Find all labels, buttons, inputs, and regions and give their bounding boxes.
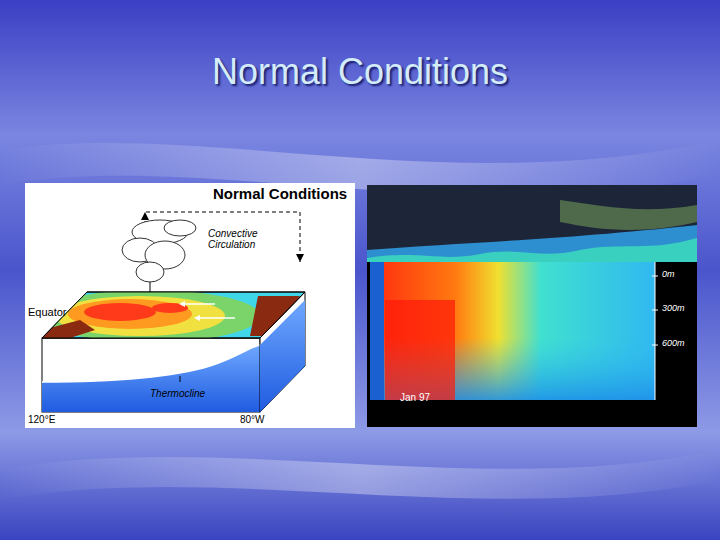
slide-title: Normal Conditions xyxy=(0,52,720,92)
longitude-label: 120°E xyxy=(28,414,55,425)
longitude-label: 80°W xyxy=(240,414,265,425)
depth-label: 600m xyxy=(662,339,685,349)
circulation-label: Convective Circulation xyxy=(208,228,278,250)
depth-label: 0m xyxy=(662,270,675,280)
depth-label: 300m xyxy=(662,304,685,314)
thermocline-label: Thermocline xyxy=(150,388,205,399)
panel-heading: Normal Conditions xyxy=(213,186,347,203)
equator-label: Equator xyxy=(28,306,67,318)
date-label: Jan 97 xyxy=(400,392,430,403)
